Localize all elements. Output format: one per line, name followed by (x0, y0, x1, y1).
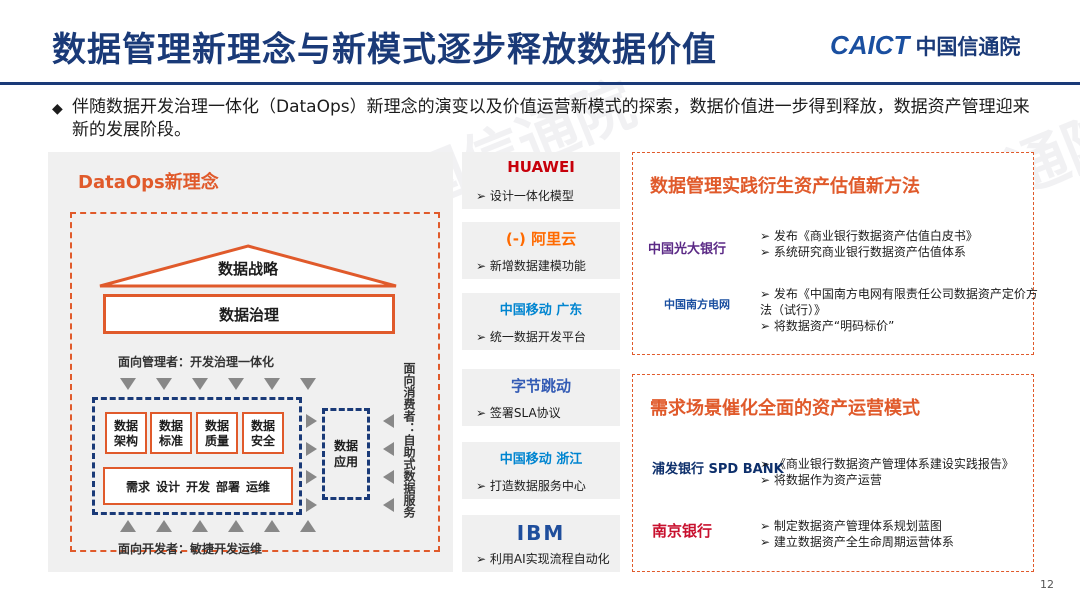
arrow-down-icon (300, 378, 316, 390)
vendor-card-bytedance: 字节跳动 ➢ 签署SLA协议 (462, 369, 620, 426)
valuation-title: 数据管理实践衍生资产估值新方法 (650, 176, 920, 197)
operation-item: ➢ 制定数据资产管理体系规划蓝图 ➢ 建立数据资产全生命周期运营体系 (760, 519, 954, 549)
arrow-down-icon (264, 378, 280, 390)
flow-step: 运维 (246, 479, 271, 494)
valuation-panel (632, 152, 1034, 355)
dev-flow-bar: 需求 设计 开发 部署 运维 (103, 467, 293, 505)
up-arrows (120, 520, 316, 532)
china-mobile-logo: 中国移动 广东 (499, 303, 583, 318)
logo-mark: CAICT (830, 30, 910, 60)
operation-item: ➢ 《商业银行数据资产管理体系建设实践报告》 ➢ 将数据作为资产运营 (760, 457, 1014, 487)
slide-title: 数据管理新理念与新模式逐步释放数据价值 (52, 30, 717, 70)
arrow-left-icon (383, 442, 394, 456)
vendor-card-ibm: IBM ➢ 利用AI实现流程自动化 (462, 515, 620, 572)
developer-label: 面向开发者：敏捷开发运维 (118, 542, 263, 556)
flow-step: 部署 (216, 479, 241, 494)
dataops-title: DataOps新理念 (78, 172, 219, 193)
vendor-desc: ➢ 利用AI实现流程自动化 (476, 552, 610, 566)
arrow-down-icon (228, 378, 244, 390)
arrow-left-icon (383, 470, 394, 484)
arrow-down-icon (120, 378, 136, 390)
vendor-card-cmcc-gd: 中国移动 广东 ➢ 统一数据开发平台 (462, 293, 620, 350)
aliyun-logo: (-) 阿里云 (505, 230, 577, 248)
consumer-label: 面向消费者：自助式数据服务 (402, 362, 416, 518)
cebbank-logo: 中国光大银行 (648, 242, 727, 257)
arrow-up-icon (156, 520, 172, 532)
right-arrows (306, 414, 317, 512)
arrow-left-icon (383, 498, 394, 512)
arrow-up-icon (264, 520, 280, 532)
arrow-down-icon (192, 378, 208, 390)
flow-step: 开发 (185, 479, 210, 494)
arrow-up-icon (192, 520, 208, 532)
arrow-right-icon (306, 414, 317, 428)
dataops-frame (70, 212, 440, 552)
intro-text: 伴随数据开发治理一体化（DataOps）新理念的演变以及价值运营新模式的探索，数… (72, 97, 1030, 140)
arrow-up-icon (120, 520, 136, 532)
operation-panel (632, 374, 1034, 572)
governance-box: 数据治理 (103, 294, 395, 334)
block-quality: 数据 质量 (196, 412, 238, 454)
vendor-desc: ➢ 统一数据开发平台 (476, 330, 586, 344)
block-architecture: 数据 架构 (105, 412, 147, 454)
arrow-left-icon (383, 414, 394, 428)
data-application-box: 数据 应用 (322, 408, 370, 500)
logo-text: 中国信通院 (915, 34, 1021, 59)
down-arrows (120, 378, 316, 390)
header-rule (0, 82, 1080, 85)
vendor-card-aliyun: (-) 阿里云 ➢ 新增数据建模功能 (462, 222, 620, 279)
governance-inner-frame (92, 397, 302, 515)
china-mobile-logo: 中国移动 浙江 (499, 452, 583, 467)
arrow-right-icon (306, 470, 317, 484)
strategy-roof (99, 244, 397, 288)
vendor-card-cmcc-zj: 中国移动 浙江 ➢ 打造数据服务中心 (462, 442, 620, 499)
vendor-desc: ➢ 签署SLA协议 (476, 406, 561, 420)
manager-label: 面向管理者：开发治理一体化 (118, 355, 275, 369)
strategy-label: 数据战略 (217, 260, 278, 278)
vendor-desc: ➢ 打造数据服务中心 (476, 479, 586, 493)
arrow-up-icon (300, 520, 316, 532)
operation-title: 需求场景催化全面的资产运营模式 (650, 398, 920, 419)
valuation-item: ➢ 发布《中国南方电网有限责任公司数据资产定价方法（试行）》 ➢ 将数据资产“明… (760, 287, 1038, 333)
left-arrows (383, 414, 394, 512)
flow-step: 设计 (155, 479, 180, 494)
arrow-down-icon (156, 378, 172, 390)
intro-paragraph: ◆ 伴随数据开发治理一体化（DataOps）新理念的演变以及价值运营新模式的探索… (52, 96, 1042, 142)
bytedance-logo: 字节跳动 (510, 377, 571, 395)
csg-logo: 中国南方电网 (664, 298, 730, 311)
vendor-card-huawei: HUAWEI ➢ 设计一体化模型 (462, 152, 620, 209)
arrow-right-icon (306, 442, 317, 456)
arrow-up-icon (228, 520, 244, 532)
caict-logo: CAICT 中国信通院 (830, 30, 1020, 61)
bank-of-nanjing-logo: 南京银行 (652, 522, 713, 540)
ibm-logo: IBM (516, 521, 566, 545)
diamond-bullet-icon: ◆ (52, 101, 63, 117)
huawei-logo: HUAWEI (507, 158, 575, 176)
valuation-item: ➢ 发布《商业银行数据资产估值白皮书》 ➢ 系统研究商业银行数据资产估值体系 (760, 229, 978, 259)
block-standard: 数据 标准 (150, 412, 192, 454)
vendor-desc: ➢ 新增数据建模功能 (476, 259, 586, 273)
block-security: 数据 安全 (242, 412, 284, 454)
spdb-logo: 浦发银行 SPD BANK (652, 462, 784, 477)
page-number: 12 (1040, 578, 1054, 591)
flow-step: 需求 (125, 479, 150, 494)
arrow-right-icon (306, 498, 317, 512)
vendor-desc: ➢ 设计一体化模型 (476, 189, 574, 203)
